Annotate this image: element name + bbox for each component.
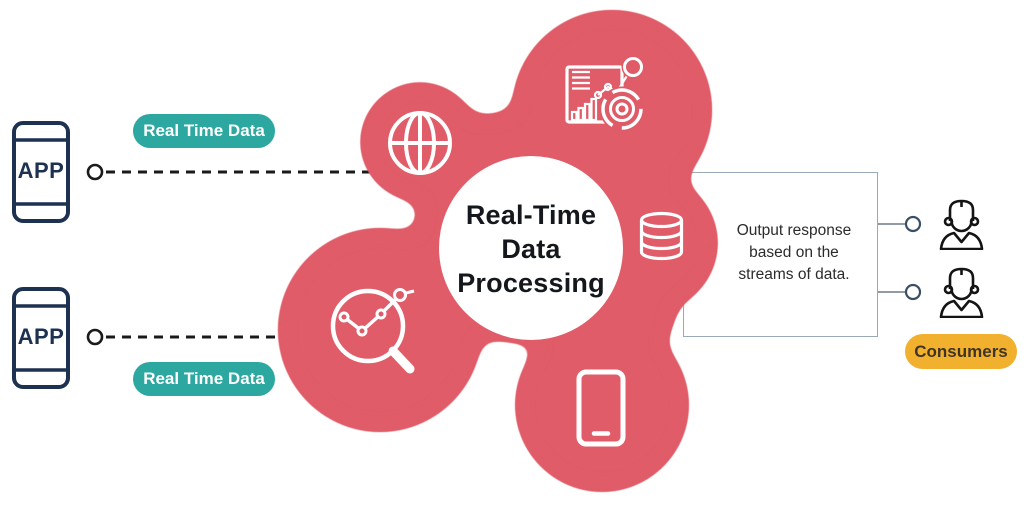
- output-line-3: streams of data.: [738, 266, 850, 283]
- stream-node-bottom: [86, 328, 104, 346]
- app-phone-icon: [12, 121, 70, 223]
- app-label-top: APP: [17, 158, 65, 183]
- consumer-person-icon: [939, 199, 984, 250]
- smartphone-icon: [576, 369, 626, 447]
- output-node-top: [904, 215, 922, 233]
- title-circle: [439, 156, 623, 340]
- output-line-2: based on the: [749, 244, 839, 261]
- stream-node-top: [86, 163, 104, 181]
- title-line-2: Data: [501, 234, 561, 264]
- real-time-data-badge-bottom: Real Time Data: [133, 362, 275, 396]
- real-time-data-badge-top: Real Time Data: [133, 114, 275, 148]
- database-icon: [639, 211, 684, 261]
- diagram-title: Real-Time Data Processing: [441, 198, 621, 300]
- output-response-text: Output response based on the streams of …: [710, 220, 878, 286]
- title-line-3: Processing: [457, 268, 605, 298]
- output-node-bottom: [904, 283, 922, 301]
- globe-icon: [388, 111, 452, 175]
- consumer-person-icon: [939, 267, 984, 318]
- analytics-dashboard-icon: [565, 55, 645, 132]
- output-line-1: Output response: [736, 222, 852, 239]
- app-phone-icon: [12, 287, 70, 389]
- search-analytics-icon: [330, 288, 415, 374]
- title-line-1: Real-Time: [465, 200, 597, 230]
- consumers-badge: Consumers: [905, 334, 1017, 369]
- app-label-bottom: APP: [17, 324, 65, 349]
